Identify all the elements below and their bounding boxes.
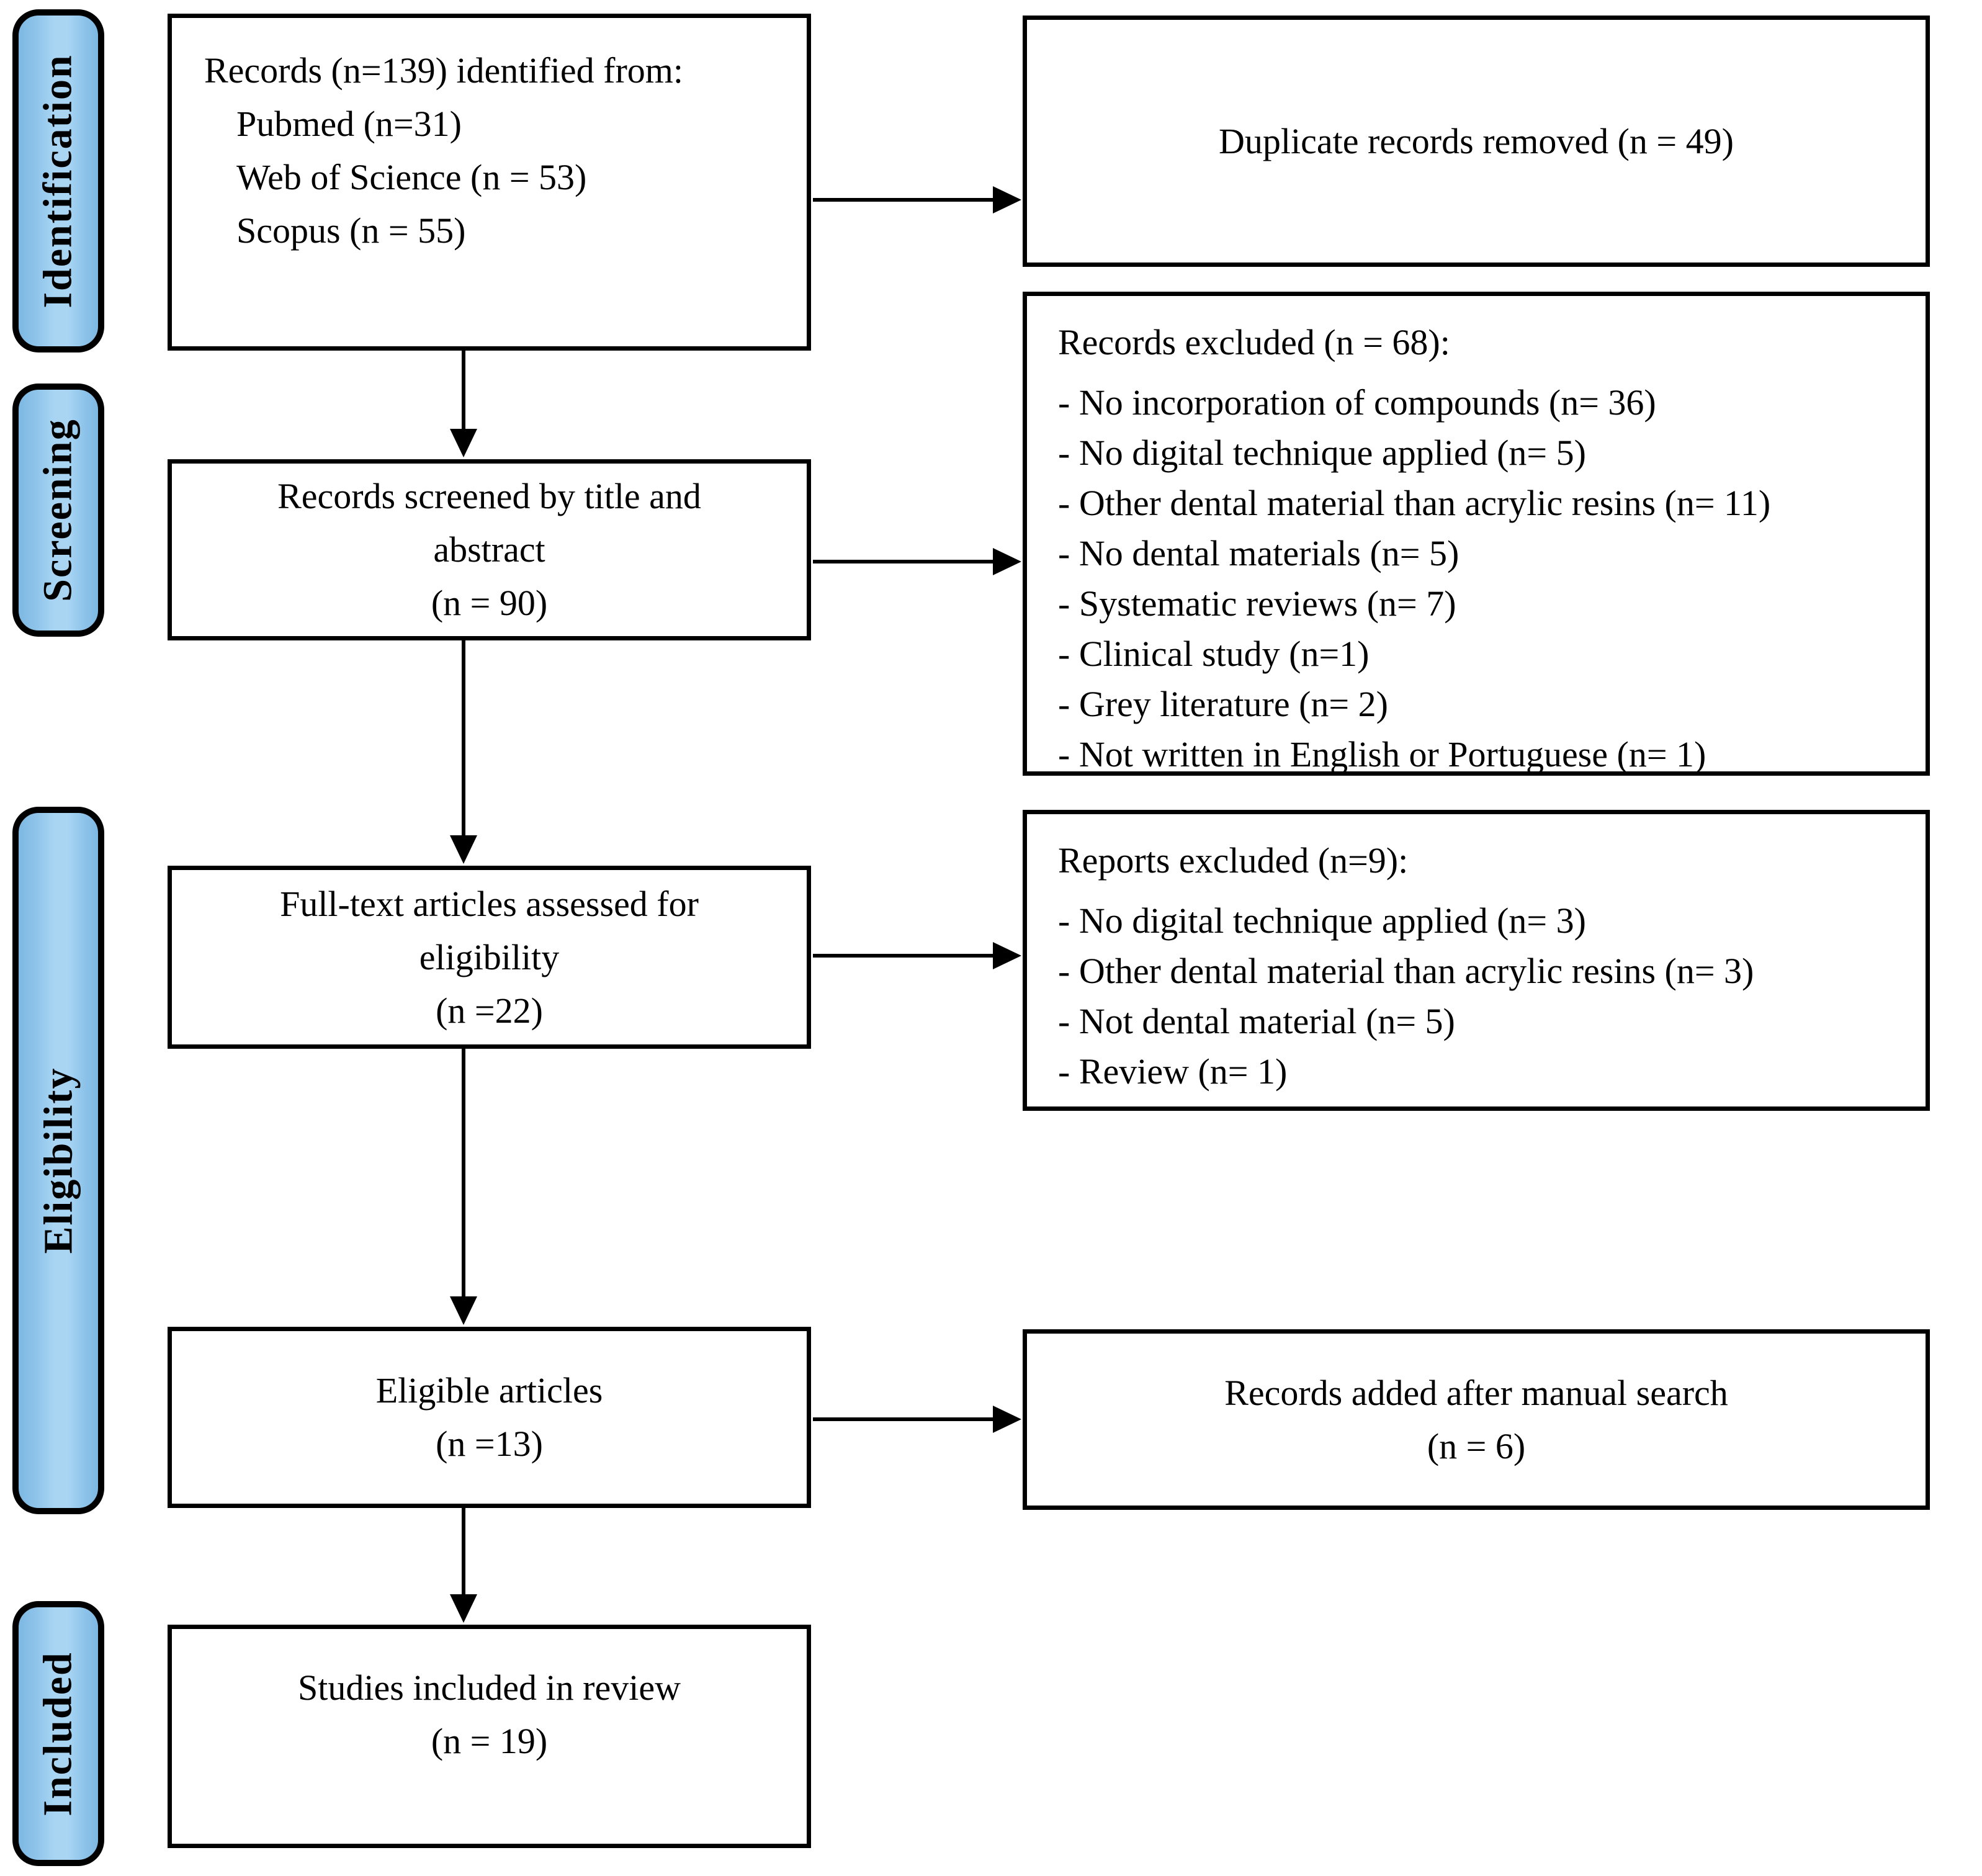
reports-excluded-item: - Other dental material than acrylic res… — [1058, 951, 1754, 991]
arrow-eligible-to-included-head — [450, 1594, 477, 1623]
reports-excluded-title: Reports excluded (n=9): — [1058, 840, 1409, 881]
records-excluded-item: - No dental materials (n= 5) — [1058, 533, 1460, 573]
arrow-screened-to-excluded-head — [993, 548, 1021, 575]
box-records-identified: Records (n=139) identified from: Pubmed … — [168, 14, 811, 351]
stage-label-eligibility: Eligibility — [12, 807, 104, 1514]
arrow-fulltext-to-eligible-head — [450, 1296, 477, 1325]
records-identified-source-wos: Web of Science (n = 53) — [236, 157, 587, 197]
records-excluded-item: - No digital technique applied (n= 5) — [1058, 433, 1586, 473]
stage-label-included-text: Included — [35, 1651, 81, 1816]
box-fulltext-assessed: Full-text articles assessed for eligibil… — [168, 866, 811, 1049]
arrow-identified-to-duplicates-line — [813, 198, 997, 202]
records-excluded-title: Records excluded (n = 68): — [1058, 322, 1450, 362]
studies-included-count: (n = 19) — [431, 1721, 548, 1761]
box-duplicates-removed: Duplicate records removed (n = 49) — [1023, 16, 1930, 267]
records-excluded-item: - Systematic reviews (n= 7) — [1058, 583, 1456, 624]
stage-label-screening-text: Screening — [35, 418, 81, 602]
arrow-screened-to-fulltext-head — [450, 835, 477, 864]
arrow-fulltext-to-reports-excluded-head — [993, 942, 1021, 969]
manual-search-line: Records added after manual search — [1224, 1372, 1728, 1413]
records-identified-title: Records (n=139) identified from: — [204, 50, 684, 91]
duplicates-removed-text: Duplicate records removed (n = 49) — [1219, 120, 1734, 161]
box-studies-included: Studies included in review (n = 19) — [168, 1625, 811, 1848]
arrow-eligible-to-included-line — [462, 1508, 465, 1595]
eligible-articles-count: (n =13) — [436, 1424, 543, 1464]
records-excluded-item: - Not written in English or Portuguese (… — [1058, 734, 1706, 774]
arrow-identified-to-screened-head — [450, 429, 477, 457]
arrow-identified-to-duplicates-head — [993, 186, 1021, 213]
stage-label-identification-text: Identification — [35, 53, 81, 308]
records-screened-line-2: abstract — [433, 529, 545, 570]
stage-label-included: Included — [12, 1601, 104, 1866]
arrow-screened-to-fulltext-line — [462, 640, 465, 836]
reports-excluded-item: - Review (n= 1) — [1058, 1051, 1288, 1092]
arrow-fulltext-to-reports-excluded-line — [813, 954, 997, 958]
arrow-screened-to-excluded-line — [813, 560, 997, 563]
arrow-fulltext-to-eligible-line — [462, 1049, 465, 1297]
records-excluded-item: - Other dental material than acrylic res… — [1058, 483, 1771, 523]
reports-excluded-item: - No digital technique applied (n= 3) — [1058, 900, 1586, 941]
stage-label-screening: Screening — [12, 384, 104, 637]
studies-included-line: Studies included in review — [298, 1667, 681, 1708]
reports-excluded-item: - Not dental material (n= 5) — [1058, 1001, 1455, 1041]
records-excluded-item: - Clinical study (n=1) — [1058, 634, 1370, 674]
fulltext-assessed-line-2: eligibility — [419, 936, 560, 977]
fulltext-assessed-line-1: Full-text articles assessed for — [280, 883, 699, 924]
arrow-eligible-to-manual-search-line — [813, 1417, 997, 1421]
fulltext-assessed-count: (n =22) — [436, 990, 543, 1031]
arrow-identified-to-screened-line — [462, 351, 465, 430]
eligible-articles-line: Eligible articles — [375, 1370, 603, 1411]
records-screened-count: (n = 90) — [431, 583, 548, 623]
manual-search-count: (n = 6) — [1427, 1425, 1526, 1466]
records-screened-line-1: Records screened by title and — [277, 476, 701, 516]
box-manual-search: Records added after manual search (n = 6… — [1023, 1329, 1930, 1510]
records-identified-source-pubmed: Pubmed (n=31) — [236, 104, 462, 144]
box-records-excluded: Records excluded (n = 68): - No incorpor… — [1023, 292, 1930, 776]
box-reports-excluded: Reports excluded (n=9): - No digital tec… — [1023, 810, 1930, 1111]
records-identified-source-scopus: Scopus (n = 55) — [236, 210, 466, 251]
arrow-eligible-to-manual-search-head — [993, 1406, 1021, 1433]
box-eligible-articles: Eligible articles (n =13) — [168, 1327, 811, 1508]
records-excluded-item: - Grey literature (n= 2) — [1058, 684, 1388, 724]
stage-label-eligibility-text: Eligibility — [35, 1067, 81, 1254]
records-excluded-item: - No incorporation of compounds (n= 36) — [1058, 382, 1656, 423]
stage-label-identification: Identification — [12, 9, 104, 352]
box-records-screened: Records screened by title and abstract (… — [168, 459, 811, 640]
